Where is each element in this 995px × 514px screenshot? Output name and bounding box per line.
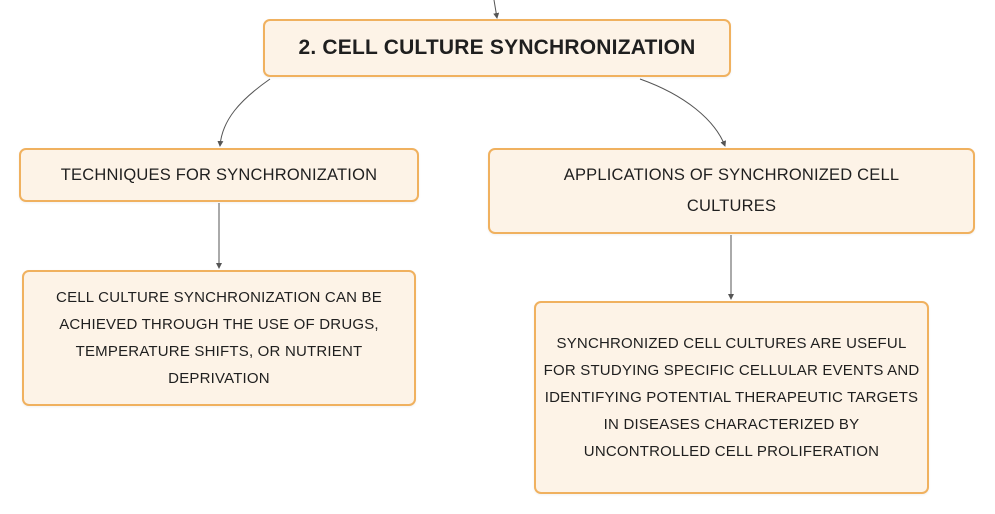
connector-parent-to-root <box>493 0 500 19</box>
detail-applications-node[interactable]: SYNCHRONIZED CELL CULTURES ARE USEFUL FO… <box>534 301 929 494</box>
connector-root-to-techniques <box>217 78 271 147</box>
detail-techniques-text: CELL CULTURE SYNCHRONIZATION CAN BE ACHI… <box>56 289 382 387</box>
subtopic-techniques-label: TECHNIQUES FOR SYNCHRONIZATION <box>60 165 378 184</box>
subtopic-applications-node[interactable]: APPLICATIONS OF SYNCHRONIZED CELL CULTUR… <box>488 148 975 234</box>
detail-techniques-node[interactable]: CELL CULTURE SYNCHRONIZATION CAN BE ACHI… <box>22 270 416 406</box>
detail-applications-text: SYNCHRONIZED CELL CULTURES ARE USEFUL FO… <box>543 335 920 460</box>
connector-root-to-applications <box>639 78 727 147</box>
subtopic-applications-label: APPLICATIONS OF SYNCHRONIZED CELL CULTUR… <box>563 166 900 215</box>
root-topic-label: 2. CELL CULTURE SYNCHRONIZATION <box>298 36 696 59</box>
subtopic-techniques-node[interactable]: TECHNIQUES FOR SYNCHRONIZATION <box>19 148 419 202</box>
root-topic-node[interactable]: 2. CELL CULTURE SYNCHRONIZATION <box>263 19 731 77</box>
